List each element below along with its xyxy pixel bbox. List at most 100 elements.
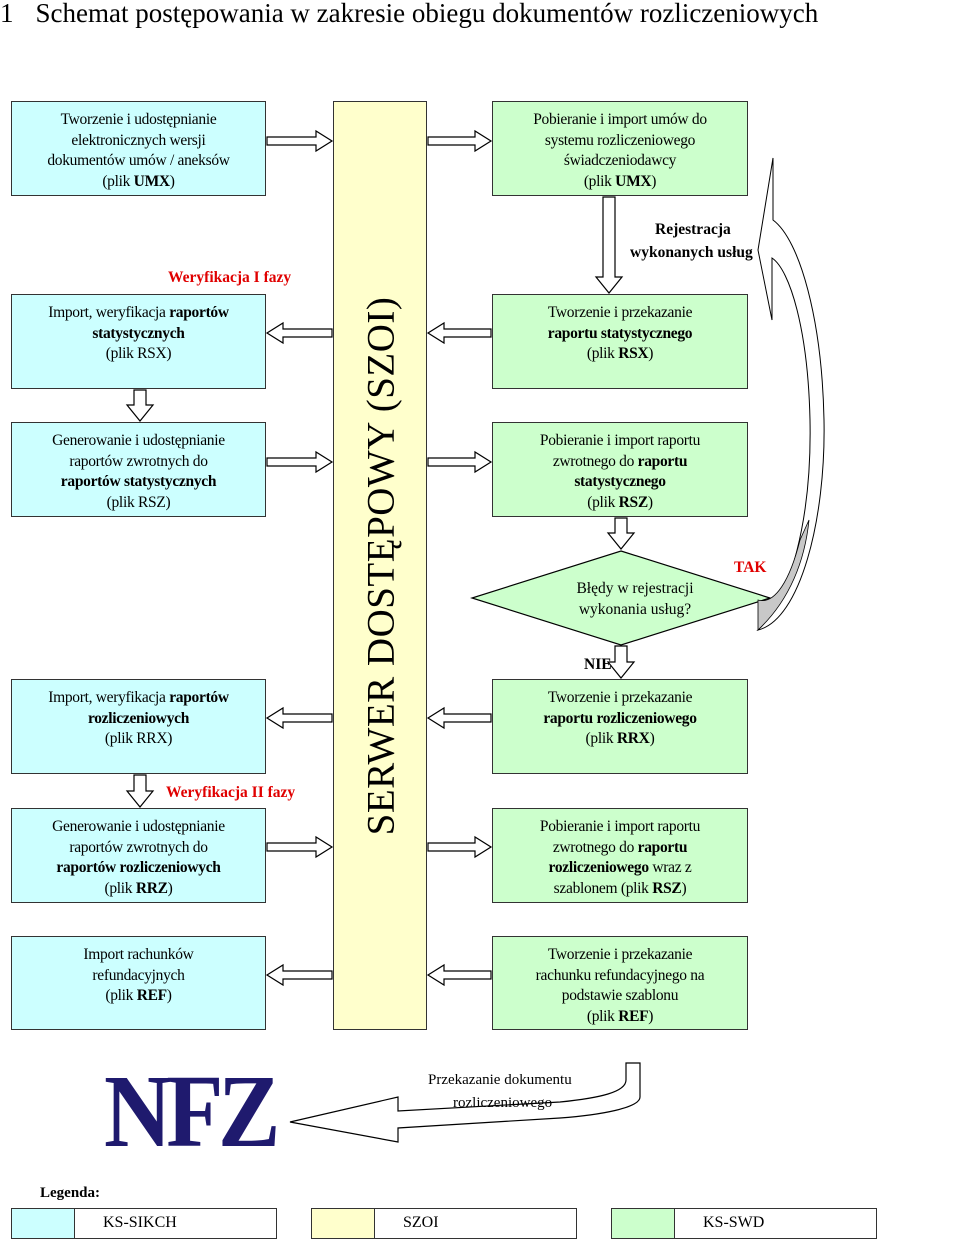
box-line: podstawie szablonu xyxy=(493,986,747,1007)
box-line: Generowanie i udostępnianie xyxy=(12,431,265,452)
no-label: NIE xyxy=(584,656,612,673)
box-text: raportów xyxy=(169,689,229,706)
box-line: raportu statystycznego xyxy=(493,324,747,345)
box-text: Generowanie i udostępnianie xyxy=(52,818,225,835)
box-line: statystycznego xyxy=(493,472,747,493)
box-text: (plik xyxy=(586,1007,619,1025)
box-text: (plik xyxy=(105,987,137,1004)
feedback-arrow-icon xyxy=(756,157,825,631)
box-text: Tworzenie i udostępnianie xyxy=(60,111,217,128)
box-line: (plik RSZ) xyxy=(493,493,747,514)
box-text: (plik xyxy=(586,345,619,362)
arrow-icon xyxy=(266,129,334,153)
arrow-icon xyxy=(427,835,493,859)
box-text: Import, weryfikacja xyxy=(48,304,170,321)
box-text: Tworzenie i przekazanie xyxy=(547,689,693,706)
arrow-icon xyxy=(427,450,493,474)
box-line: (plik RSX) xyxy=(12,344,265,365)
box-text: Import, weryfikacja xyxy=(48,689,170,706)
box-line: szablonem (plik RSZ) xyxy=(493,879,747,900)
box-line: (plik RRX) xyxy=(493,729,747,750)
box-text: świadczeniodawcy xyxy=(563,152,677,169)
decision-line-1: Błędy w rejestracji xyxy=(576,580,694,597)
arrow-icon xyxy=(265,321,333,345)
legend-label: KS-SIKCH xyxy=(103,1214,177,1231)
box-line: raportów statystycznych xyxy=(12,472,265,493)
box-text: Pobieranie i import raportu xyxy=(539,818,701,835)
box-line: (plik REF) xyxy=(12,986,265,1007)
box-line: refundacyjnych xyxy=(12,966,265,987)
arrow-icon xyxy=(426,963,492,987)
box-text: RSZ xyxy=(652,879,682,897)
box-text: raportu xyxy=(637,838,688,856)
arrow-down-icon xyxy=(594,196,624,294)
box-line: Import, weryfikacja raportów xyxy=(12,688,265,709)
box-line: świadczeniodawcy xyxy=(493,151,747,172)
box-text: szablonem (plik xyxy=(553,879,653,897)
box-text: rachunku refundacyjnego na xyxy=(535,966,705,984)
decision-diamond xyxy=(470,550,772,646)
box-text: raportu xyxy=(637,452,688,470)
legend-label: KS-SWD xyxy=(703,1214,765,1231)
box-text: REF xyxy=(618,1007,649,1025)
box-line: Tworzenie i przekazanie xyxy=(493,688,747,709)
arrow-icon xyxy=(265,963,333,987)
box-line: Import, weryfikacja raportów xyxy=(12,303,265,324)
box-text: ) xyxy=(169,172,175,190)
box-text: raportu statystycznego xyxy=(547,324,693,342)
registration-label-2: wykonanych usług xyxy=(630,244,753,261)
box-text: raportów statystycznych xyxy=(60,473,217,490)
transfer-label-1: Przekazanie dokumentu xyxy=(428,1072,572,1088)
box-text: refundacyjnych xyxy=(92,966,185,984)
box-text: (plik xyxy=(583,172,616,190)
yes-label: TAK xyxy=(734,559,767,576)
transfer-label-2: rozliczeniowego xyxy=(453,1095,553,1111)
box-line: zwrotnego do raportu xyxy=(493,452,747,473)
box-text: ) xyxy=(681,879,687,897)
arrow-icon xyxy=(266,450,334,474)
box-text: wraz z xyxy=(648,859,692,876)
box-line: raportów rozliczeniowych xyxy=(12,858,265,879)
legend-swatch xyxy=(612,1209,675,1238)
box-line: Import rachunków xyxy=(12,945,265,966)
box-text: UMX xyxy=(615,172,652,190)
box-text: (plik xyxy=(587,493,619,511)
arrow-down-icon xyxy=(606,517,636,550)
box-text: dokumentów umów / aneksów xyxy=(47,152,230,169)
box-text: raportów zwrotnych do xyxy=(69,838,208,856)
box-text: raportów zwrotnych do xyxy=(69,452,208,470)
legend-label: SZOI xyxy=(403,1214,439,1231)
box-line: (plik UMX) xyxy=(12,172,265,193)
box-text: RRZ xyxy=(135,879,168,897)
box-line: zwrotnego do raportu xyxy=(493,838,747,859)
box-line: (plik UMX) xyxy=(493,172,747,193)
box-text: (plik xyxy=(102,172,134,190)
box-text: podstawie szablonu xyxy=(561,987,679,1004)
box-text: ) xyxy=(648,1007,654,1025)
arrow-icon xyxy=(426,321,492,345)
arrow-icon xyxy=(427,129,493,153)
box-text: ) xyxy=(649,730,655,747)
box-text: (plik RSX) xyxy=(105,345,172,362)
box-line: dokumentów umów / aneksów xyxy=(12,151,265,172)
box-text: (plik xyxy=(104,879,136,897)
box-line: Tworzenie i udostępnianie xyxy=(12,110,265,131)
box-line: (plik RRX) xyxy=(12,729,265,750)
left-box-5: Generowanie i udostępnianie raportów zwro… xyxy=(11,808,266,903)
box-text: (plik xyxy=(585,730,617,747)
box-text: (plik RRX) xyxy=(104,730,173,747)
box-text: systemu rozliczeniowego xyxy=(544,131,696,149)
box-line: raportów zwrotnych do xyxy=(12,452,265,473)
box-text: ) xyxy=(648,345,654,362)
box-line: raportów zwrotnych do xyxy=(12,838,265,859)
box-text: REF xyxy=(136,987,167,1004)
arrow-down-icon xyxy=(125,389,155,422)
legend-item-szoi: SZOI xyxy=(311,1208,577,1239)
